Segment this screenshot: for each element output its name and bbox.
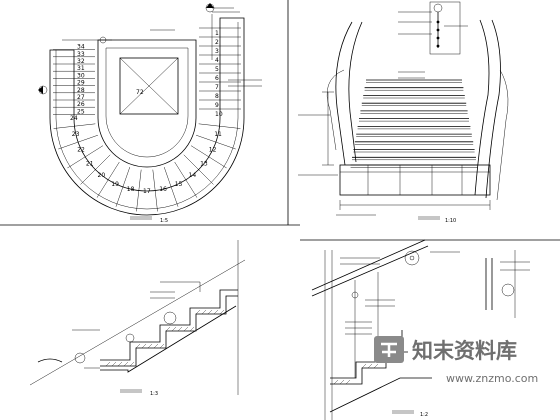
detail-baluster-cap <box>351 291 359 299</box>
plan-step-number: 22 <box>77 147 85 154</box>
plan-tread-line <box>67 145 104 169</box>
elevation-caption-scale: 1:10 <box>445 218 456 224</box>
stair-front-elevation: 1:10 <box>298 1 509 224</box>
plan-step-number: 2 <box>215 39 219 46</box>
section-cut-mark <box>37 358 63 363</box>
plan-step-number: 6 <box>215 75 219 82</box>
plan-step-number: 20 <box>98 172 106 179</box>
plan-tread-line <box>183 154 214 185</box>
plan-tread-line <box>80 154 111 185</box>
plan-step-number: 28 <box>77 87 85 94</box>
plan-step-number: 14 <box>189 172 197 179</box>
plan-step-number: 9 <box>215 102 219 109</box>
plan-tread-line <box>174 161 198 198</box>
plan-step-number: 34 <box>77 44 85 51</box>
plan-tread-line <box>58 134 98 150</box>
elevation-baluster-detail <box>398 1 468 55</box>
plan-step-number: 10 <box>215 111 223 118</box>
plan-step-number: 11 <box>214 131 222 138</box>
watermark-url: www.znzmo.com <box>446 372 538 385</box>
section-leaders <box>72 240 239 395</box>
plan-step-numbers: 1234567891011121314151617181920212223242… <box>70 30 223 195</box>
plan-step-number: 8 <box>215 93 219 100</box>
watermark: 知末资料库 www.znzmo.com <box>374 336 538 385</box>
plan-tread-line <box>152 169 158 212</box>
plan-step-number: 5 <box>215 66 219 73</box>
stair-plan-view: 72 1234567891011121314151617181920212223… <box>38 3 262 224</box>
plan-well-label: 72 <box>136 89 144 96</box>
plan-tread-line <box>136 169 142 212</box>
plan-caption-scale: 1:5 <box>160 218 168 224</box>
plan-callouts <box>62 7 262 87</box>
plan-step-number: 23 <box>72 131 80 138</box>
elevation-base <box>339 164 491 196</box>
plan-tread-line <box>96 161 120 198</box>
detail-leaders <box>340 251 460 335</box>
plan-step-number: 33 <box>77 51 85 58</box>
section-steps <box>100 289 238 361</box>
plan-tread-line <box>163 167 179 207</box>
plan-step-number: 31 <box>77 65 85 72</box>
detail-handrail <box>311 239 426 291</box>
plan-step-number: 16 <box>159 186 167 193</box>
section-caption-scale: 1:3 <box>150 391 158 397</box>
detail-fixing-drawing <box>485 250 530 318</box>
plan-step-number: 18 <box>127 186 135 193</box>
plan-step-number: 1 <box>215 30 219 37</box>
plan-step-number: 30 <box>77 72 85 79</box>
section-detail-bubble <box>163 311 177 325</box>
plan-step-number: 17 <box>143 188 151 195</box>
plan-tread-line <box>115 167 131 207</box>
plan-treads <box>53 27 241 212</box>
plan-step-number: 13 <box>200 161 208 168</box>
elevation-left-wall <box>335 21 353 166</box>
plan-step-number: 21 <box>86 161 94 168</box>
plan-step-number: 24 <box>70 115 78 122</box>
plan-step-number: 27 <box>77 94 85 101</box>
plan-outer-wall <box>49 17 245 216</box>
plan-step-number: 25 <box>77 108 85 115</box>
watermark-site-name: 知末资料库 <box>412 339 517 363</box>
stair-section: 1:3 <box>29 240 246 397</box>
plan-section-markers <box>38 3 215 95</box>
plan-step-number: 3 <box>215 48 219 55</box>
plan-step-number: 15 <box>175 181 183 188</box>
section-rake-line <box>29 259 246 386</box>
plan-step-number: 26 <box>77 101 85 108</box>
sheet-dividers <box>0 0 560 241</box>
plan-step-number: 19 <box>111 181 119 188</box>
plan-step-number: 7 <box>215 84 219 91</box>
elevation-dimensions <box>298 71 491 216</box>
plan-step-number: 12 <box>209 147 217 154</box>
plan-tread-line <box>198 123 241 129</box>
plan-step-number: 29 <box>77 80 85 87</box>
plan-inner-well <box>97 39 197 168</box>
plan-landing <box>119 57 179 115</box>
detail-caption-scale: 1:2 <box>420 412 428 418</box>
plan-step-number: 32 <box>77 58 85 65</box>
plan-step-number: 4 <box>215 57 219 64</box>
detail-bracket-ring <box>404 250 420 266</box>
plan-tread-line <box>53 123 96 129</box>
plan-tread-line <box>196 134 236 150</box>
plan-tread-line <box>190 145 227 169</box>
